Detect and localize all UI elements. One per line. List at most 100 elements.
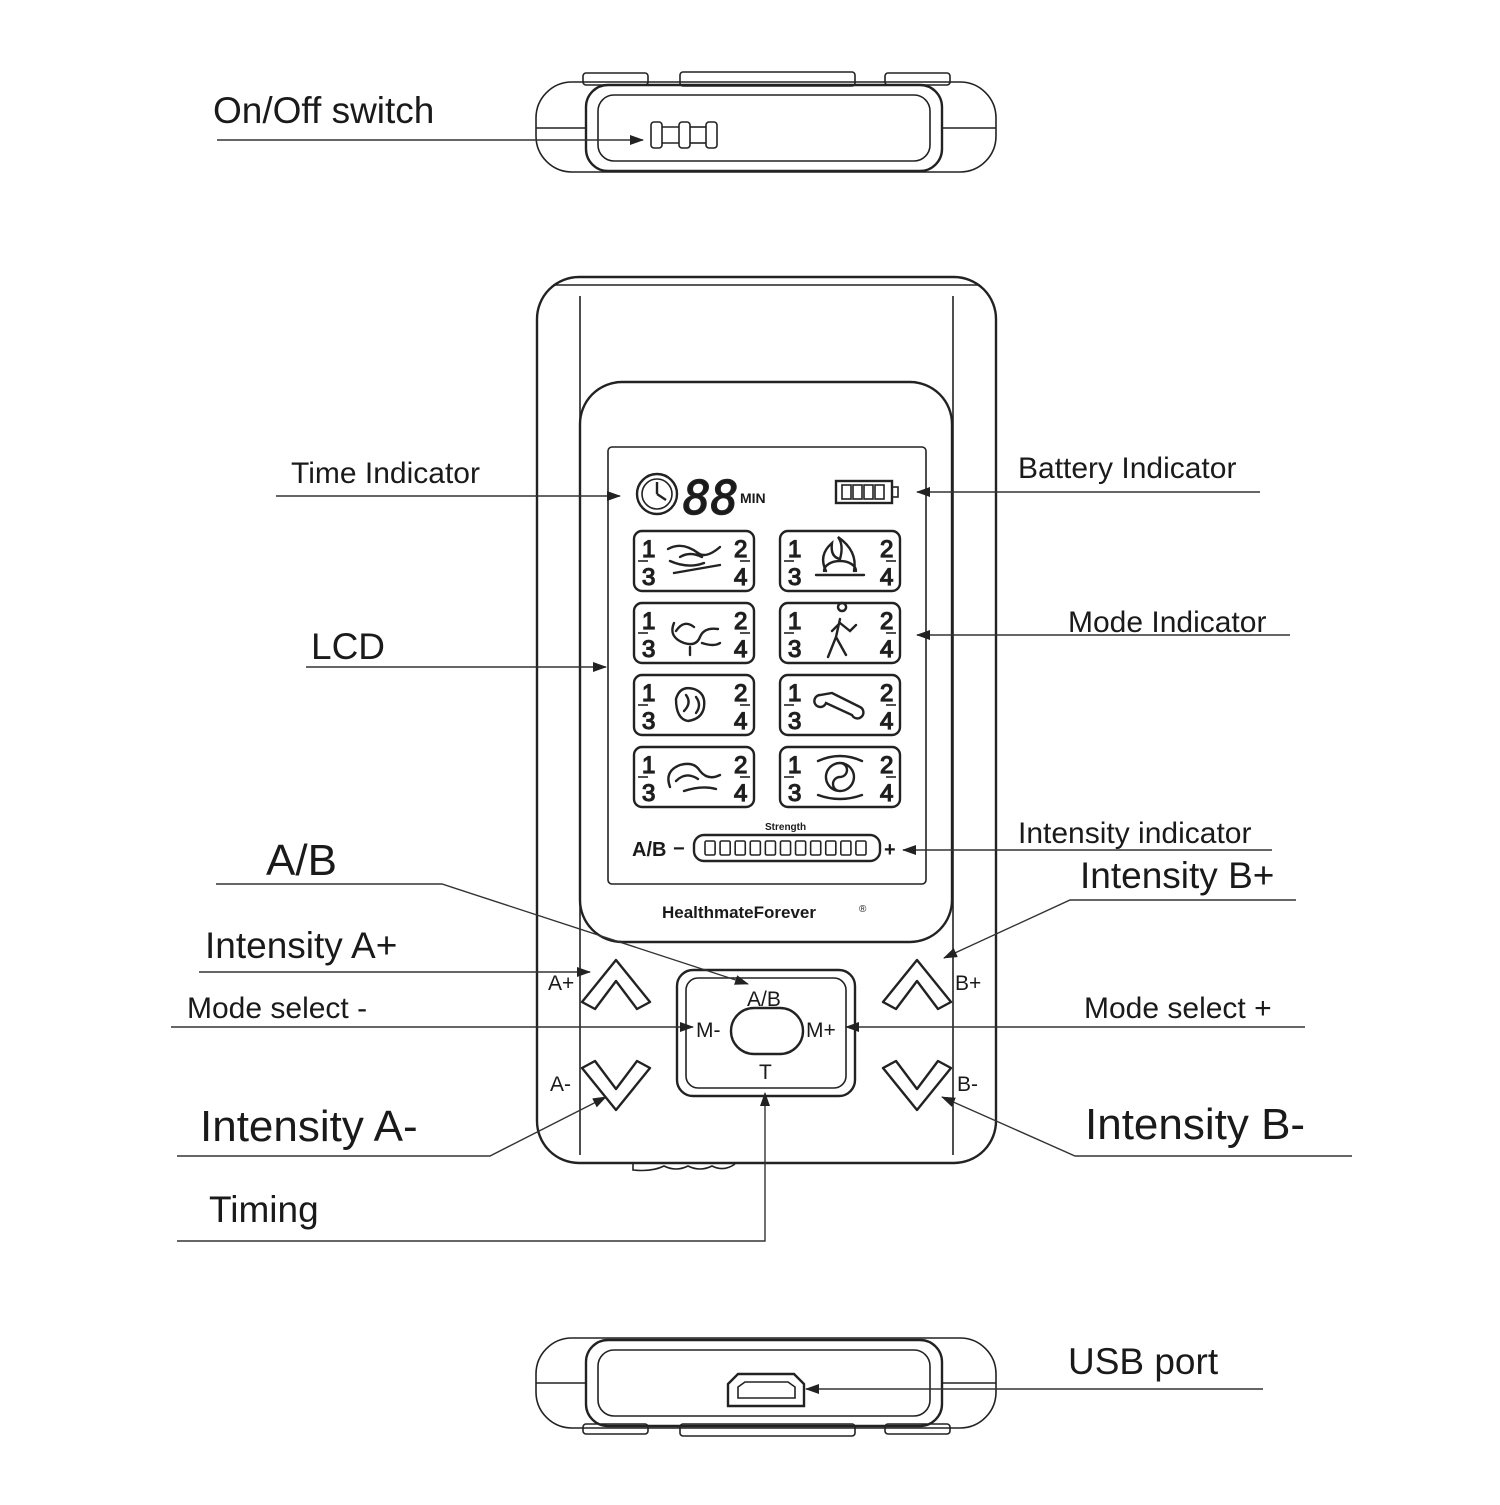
strength-segment <box>764 840 777 856</box>
mode-channel-number: 2 <box>734 680 747 707</box>
strength-segment <box>855 840 867 856</box>
strength-segments <box>704 840 867 856</box>
mode-channel-number: 4 <box>880 564 893 591</box>
strength-bar <box>692 833 882 863</box>
strength-segment <box>749 840 762 856</box>
center-ab-label: A/B <box>747 988 781 1011</box>
mode-channel-number: 4 <box>734 708 747 735</box>
callout-intensity-a-plus: Intensity A+ <box>205 925 397 966</box>
mode-channel-number: 4 <box>880 636 893 663</box>
callout-lcd: LCD <box>311 626 385 667</box>
center-m-plus-label: M+ <box>806 1019 836 1042</box>
mode-channel-number: 4 <box>734 636 747 663</box>
mode-channel-number: 1 <box>788 752 801 779</box>
time-digits: 88 <box>682 470 739 525</box>
svg-text:88: 88 <box>683 471 738 525</box>
strength-segment <box>734 840 747 856</box>
mode-channel-number: 1 <box>642 536 655 563</box>
battery-icon <box>834 479 899 505</box>
on-off-switch[interactable] <box>650 121 718 149</box>
callout-intensity-a-minus: Intensity A- <box>200 1102 418 1151</box>
mode-channel-number: 1 <box>788 608 801 635</box>
a-plus-label: A+ <box>548 972 574 995</box>
mode-tile: 1 2 3 4 <box>778 673 902 737</box>
mode-channel-number: 4 <box>880 780 893 807</box>
mode-channel-number: 4 <box>734 780 747 807</box>
mode-tile: 1 2 3 4 <box>778 745 902 809</box>
time-unit: MIN <box>740 490 766 506</box>
callout-labels: On/Off switch Time Indicator Battery Ind… <box>187 90 1305 1382</box>
mode-tile: 1 2 3 4 <box>632 673 756 737</box>
mode-channel-number: 2 <box>880 536 893 563</box>
mode-channel-number: 1 <box>642 680 655 707</box>
lcd-bezel <box>578 380 954 944</box>
mode-channel-number: 3 <box>642 636 655 663</box>
center-button[interactable] <box>729 1006 805 1056</box>
intensity-b-plus-button[interactable] <box>881 958 953 1011</box>
top-view <box>535 71 997 173</box>
hand-massage-icon <box>666 544 722 575</box>
callout-intensity-b-minus: Intensity B- <box>1085 1100 1305 1149</box>
walking-person-icon <box>826 601 858 659</box>
b-minus-label: B- <box>957 1073 978 1096</box>
callout-usb-port: USB port <box>1068 1341 1219 1382</box>
mode-channel-number: 2 <box>880 752 893 779</box>
knead-hand-icon <box>671 621 722 657</box>
intensity-a-plus-button[interactable] <box>580 958 652 1011</box>
mode-channel-number: 4 <box>734 564 747 591</box>
brand-reg-mark: ® <box>859 904 867 915</box>
mode-channel-number: 3 <box>642 564 655 591</box>
mode-channel-number: 2 <box>734 536 747 563</box>
mode-channel-number: 2 <box>880 680 893 707</box>
strength-segment <box>794 840 807 856</box>
callout-intensity-b-plus: Intensity B+ <box>1080 855 1274 896</box>
callout-ab: A/B <box>266 836 337 885</box>
callout-time-indicator: Time Indicator <box>291 457 480 490</box>
mode-channel-number: 2 <box>880 608 893 635</box>
brand-name: HealthmateForever <box>662 903 816 922</box>
mode-channel-number: 3 <box>642 708 655 735</box>
callout-mode-select-plus: Mode select + <box>1084 992 1272 1025</box>
strength-segment <box>840 840 852 856</box>
clock-icon <box>635 472 679 516</box>
intensity-a-minus-button[interactable] <box>580 1059 652 1112</box>
mode-channel-number: 3 <box>642 780 655 807</box>
a-minus-label: A- <box>550 1073 571 1096</box>
mode-channel-number: 4 <box>880 708 893 735</box>
pinch-hand-icon <box>674 686 706 723</box>
leader-lines <box>171 135 1352 1394</box>
mode-channel-number: 3 <box>788 636 801 663</box>
ab-indicator-label: A/B <box>632 839 666 861</box>
mode-channel-number: 1 <box>642 752 655 779</box>
mode-tile: 1 2 3 4 <box>778 601 902 665</box>
mode-channel-number: 1 <box>788 680 801 707</box>
wave-hand-icon <box>667 762 722 793</box>
b-plus-label: B+ <box>955 972 981 995</box>
bottom-view <box>535 1337 997 1437</box>
callout-battery-indicator: Battery Indicator <box>1018 452 1236 485</box>
mode-tile: 1 2 3 4 <box>632 529 756 593</box>
strength-segment <box>704 840 716 856</box>
center-m-minus-label: M- <box>696 1019 721 1042</box>
mode-channel-number: 3 <box>788 780 801 807</box>
strength-segment <box>809 840 822 856</box>
strength-label: Strength <box>765 822 806 833</box>
dumbbell-icon <box>813 691 865 720</box>
usb-port <box>726 1372 806 1408</box>
intensity-b-minus-button[interactable] <box>881 1059 953 1112</box>
lcd-screen <box>607 446 927 885</box>
callout-timing: Timing <box>209 1189 319 1230</box>
callout-mode-select-minus: Mode select - <box>187 992 367 1025</box>
strength-segment <box>824 840 837 856</box>
callout-mode-indicator: Mode Indicator <box>1068 606 1266 639</box>
center-t-label: T <box>759 1061 772 1084</box>
mode-channel-number: 2 <box>734 608 747 635</box>
mode-channel-number: 3 <box>788 708 801 735</box>
